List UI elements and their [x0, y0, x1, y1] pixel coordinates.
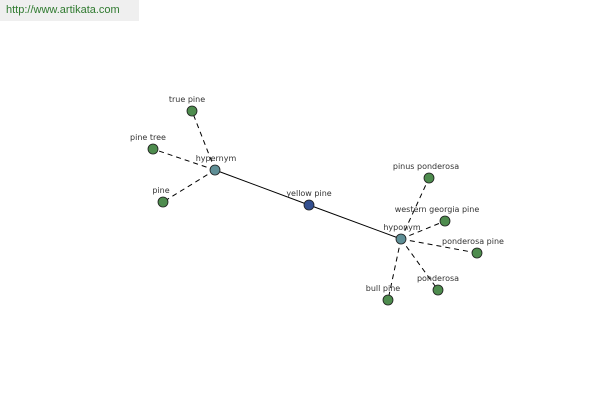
edge-hyponym-to-ponderosa-pine [400, 238, 478, 254]
node-true-pine[interactable]: true pine [169, 95, 205, 117]
edge-hyponym-to-western-georgia-pine [400, 220, 446, 240]
node-label-western-georgia-pine: western georgia pine [395, 205, 480, 214]
edge-hypernym-to-pine-tree [152, 148, 216, 171]
node-marker-bull-pine[interactable] [382, 294, 394, 306]
node-marker-hypernym[interactable] [209, 164, 221, 176]
node-label-true-pine: true pine [169, 95, 205, 104]
node-label-ponderosa-pine: ponderosa pine [442, 237, 504, 246]
nodes-layer: yellow pine hypernym hyponym true pine pine … [130, 95, 504, 306]
node-label-yellow-pine: yellow pine [286, 189, 331, 198]
edge-hyponym-to-bull-pine [387, 238, 402, 301]
node-pine-tree[interactable]: pine tree [130, 133, 166, 155]
node-marker-pinus-ponderosa[interactable] [423, 172, 435, 184]
node-ponderosa[interactable]: ponderosa [417, 274, 459, 296]
node-label-hypernym: hypernym [196, 154, 237, 163]
node-western-georgia-pine[interactable]: western georgia pine [395, 205, 480, 227]
node-label-hyponym: hyponym [383, 223, 421, 232]
node-label-pine-tree: pine tree [130, 133, 166, 142]
node-label-pinus-ponderosa: pinus ponderosa [393, 162, 459, 171]
node-marker-western-georgia-pine[interactable] [439, 215, 451, 227]
node-hyponym[interactable]: hyponym [383, 223, 421, 245]
node-marker-ponderosa-pine[interactable] [471, 247, 483, 259]
edge-hyponym-to-pinus-ponderosa [400, 177, 430, 240]
node-marker-ponderosa[interactable] [432, 284, 444, 296]
node-label-bull-pine: bull pine [366, 284, 401, 293]
node-label-pine: pine [152, 186, 169, 195]
node-pine[interactable]: pine [152, 186, 170, 208]
source-link[interactable]: http://www.artikata.com [6, 4, 120, 16]
node-label-ponderosa: ponderosa [417, 274, 459, 283]
node-yellow-pine[interactable]: yellow pine [286, 189, 332, 211]
node-marker-yellow-pine[interactable] [303, 199, 315, 211]
node-pinus-ponderosa[interactable]: pinus ponderosa [393, 162, 459, 184]
node-marker-hyponym[interactable] [395, 233, 407, 245]
edge-hypernym-to-pine [162, 169, 216, 203]
node-marker-true-pine[interactable] [186, 105, 198, 117]
node-bull-pine[interactable]: bull pine [366, 284, 401, 306]
node-marker-pine[interactable] [157, 196, 169, 208]
node-marker-pine-tree[interactable] [147, 143, 159, 155]
edge-hyponym-to-ponderosa [400, 238, 439, 291]
node-hypernym[interactable]: hypernym [196, 154, 237, 176]
source-banner: http://www.artikata.com [0, 0, 139, 21]
node-ponderosa-pine[interactable]: ponderosa pine [442, 237, 504, 259]
edge-hypernym-to-true-pine [191, 110, 216, 171]
edge-yellow-pine-to-hyponym [308, 204, 402, 240]
edge-hypernym-to-yellow-pine [214, 169, 310, 206]
edges-layer [152, 110, 478, 301]
